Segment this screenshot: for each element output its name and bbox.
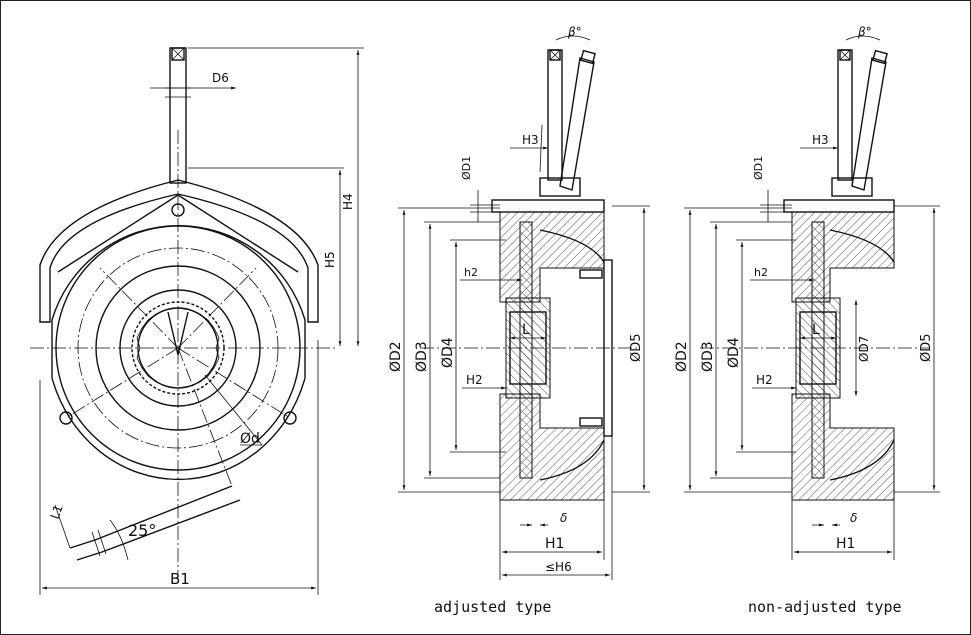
bolt-circle bbox=[77, 247, 279, 449]
screw-top bbox=[171, 203, 185, 217]
adjusted-bore bbox=[509, 311, 547, 385]
nonadj-dim-d1: ØD1 bbox=[752, 156, 765, 180]
adj-dim-d5: ØD5 bbox=[629, 333, 644, 362]
dim-l1: L1 bbox=[48, 503, 66, 521]
adjusted-lever-2 bbox=[559, 57, 595, 191]
adj-dim-h3: H3 bbox=[522, 133, 539, 147]
adjusted-type-view: H3 β° ØD1 ØD2 ØD3 ØD4 ØD5 h2 L H2 bbox=[388, 25, 650, 616]
armature-circle bbox=[95, 265, 261, 431]
nonadj-lever-2 bbox=[851, 57, 887, 191]
adjusted-lever-base bbox=[539, 177, 581, 197]
front-view: D6 H4 H5 Ød L1 25° B1 bbox=[30, 47, 364, 595]
nonadj-dim-l: L bbox=[812, 322, 820, 338]
adj-dim-h6: ≤H6 bbox=[545, 560, 572, 574]
adjusted-flange bbox=[603, 259, 613, 437]
nonadj-dim-d4: ØD4 bbox=[726, 337, 742, 368]
adj-dim-h1: H1 bbox=[545, 536, 564, 552]
non-adjusted-caption: non-adjusted type bbox=[748, 598, 902, 616]
dim-b1: B1 bbox=[170, 570, 190, 588]
adj-dim-delta: δ bbox=[560, 511, 567, 525]
nonadj-dim-d2: ØD2 bbox=[674, 341, 690, 372]
nonadj-stator-upper bbox=[791, 211, 895, 303]
spline-circle bbox=[131, 301, 225, 395]
nonadj-dim-h2-small: h2 bbox=[754, 266, 768, 279]
screw-right bbox=[283, 411, 297, 425]
adjusted-caption: adjusted type bbox=[434, 598, 551, 616]
nonadj-dim-d5: ØD5 bbox=[919, 333, 934, 362]
nonadj-dim-beta: β° bbox=[857, 25, 872, 39]
keyway bbox=[167, 311, 189, 356]
adj-dim-d1: ØD1 bbox=[460, 156, 473, 180]
adj-dim-d2: ØD2 bbox=[388, 341, 404, 372]
spline-teeth bbox=[136, 307, 220, 389]
lever-brace-right bbox=[177, 194, 299, 273]
release-lever-bow bbox=[39, 179, 319, 323]
adjusted-top-plate bbox=[491, 199, 605, 213]
screw-left bbox=[59, 411, 73, 425]
nonadj-dim-delta: δ bbox=[850, 511, 857, 525]
adjusted-stator-upper bbox=[499, 211, 605, 303]
dim-h5: H5 bbox=[323, 251, 337, 268]
nonadj-lever-1 bbox=[837, 49, 853, 181]
adj-dim-h2-small: h2 bbox=[464, 266, 478, 279]
dim-bore-d: Ød bbox=[240, 431, 260, 447]
lever-brace-left bbox=[57, 194, 179, 273]
adj-dim-h2: H2 bbox=[466, 373, 483, 387]
hub-circle bbox=[119, 289, 237, 407]
adj-dim-l: L bbox=[522, 322, 530, 338]
non-adjusted-type-view: H3 β° ØD1 ØD2 ØD3 ØD4 ØD7 ØD5 h2 L bbox=[674, 25, 940, 616]
nonadj-lever-base bbox=[831, 177, 873, 197]
dim-angle: 25° bbox=[128, 521, 156, 540]
nonadj-dim-d7: ØD7 bbox=[857, 336, 871, 362]
adjusted-stator-lower bbox=[499, 393, 605, 501]
dim-h4: H4 bbox=[341, 193, 355, 210]
dim-d6: D6 bbox=[212, 71, 229, 85]
nonadj-dim-h1: H1 bbox=[836, 536, 855, 552]
outer-housing bbox=[51, 225, 306, 481]
housing-inner-circle bbox=[55, 225, 301, 471]
nonadj-top-plate bbox=[783, 199, 895, 213]
nonadj-bore bbox=[799, 311, 837, 385]
lever-handle-cap bbox=[171, 47, 185, 61]
nonadj-hub bbox=[795, 297, 841, 399]
adj-dim-d4: ØD4 bbox=[440, 337, 456, 368]
nonadj-stator-lower bbox=[791, 393, 895, 501]
adj-dim-beta: β° bbox=[567, 25, 582, 39]
nonadj-dim-h2: H2 bbox=[756, 373, 773, 387]
nonadj-dim-d3: ØD3 bbox=[700, 341, 716, 372]
adjusted-hub bbox=[505, 297, 551, 399]
nonadj-dim-h3: H3 bbox=[812, 133, 829, 147]
adjusted-lever-1 bbox=[547, 49, 563, 181]
lead-wire-lower bbox=[76, 499, 241, 561]
adj-dim-d3: ØD3 bbox=[414, 341, 430, 372]
